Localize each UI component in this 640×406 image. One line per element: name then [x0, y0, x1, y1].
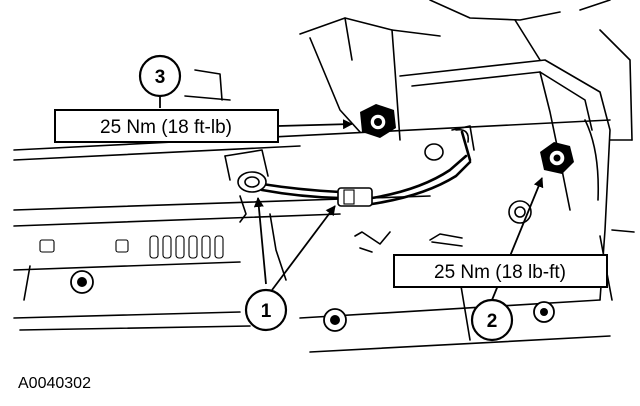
lower-middle-bolt-icon	[323, 308, 347, 332]
nut-3-icon	[360, 104, 396, 138]
callout-2: 2	[470, 298, 514, 342]
torque-label-bolt-2-text: 25 Nm (18 lb-ft)	[434, 262, 566, 283]
torque-label-nut-3-text: 25 Nm (18 ft-lb)	[100, 117, 232, 138]
assembly-line-art	[13, 0, 635, 353]
figure-id: A0040302	[18, 375, 91, 392]
callout-2-number: 2	[487, 311, 498, 332]
lower-right-bolt-icon	[533, 301, 555, 323]
lower-left-bolt-icon	[70, 270, 94, 294]
callout-3: 3	[138, 54, 182, 98]
callout-1: 1	[244, 288, 288, 332]
callout-1-number: 1	[261, 301, 272, 322]
torque-label-nut-3: 25 Nm (18 ft-lb)	[54, 109, 279, 143]
bolt-2-icon	[540, 142, 574, 174]
torque-label-bolt-2: 25 Nm (18 lb-ft)	[393, 254, 608, 288]
callout-3-number: 3	[155, 67, 166, 88]
